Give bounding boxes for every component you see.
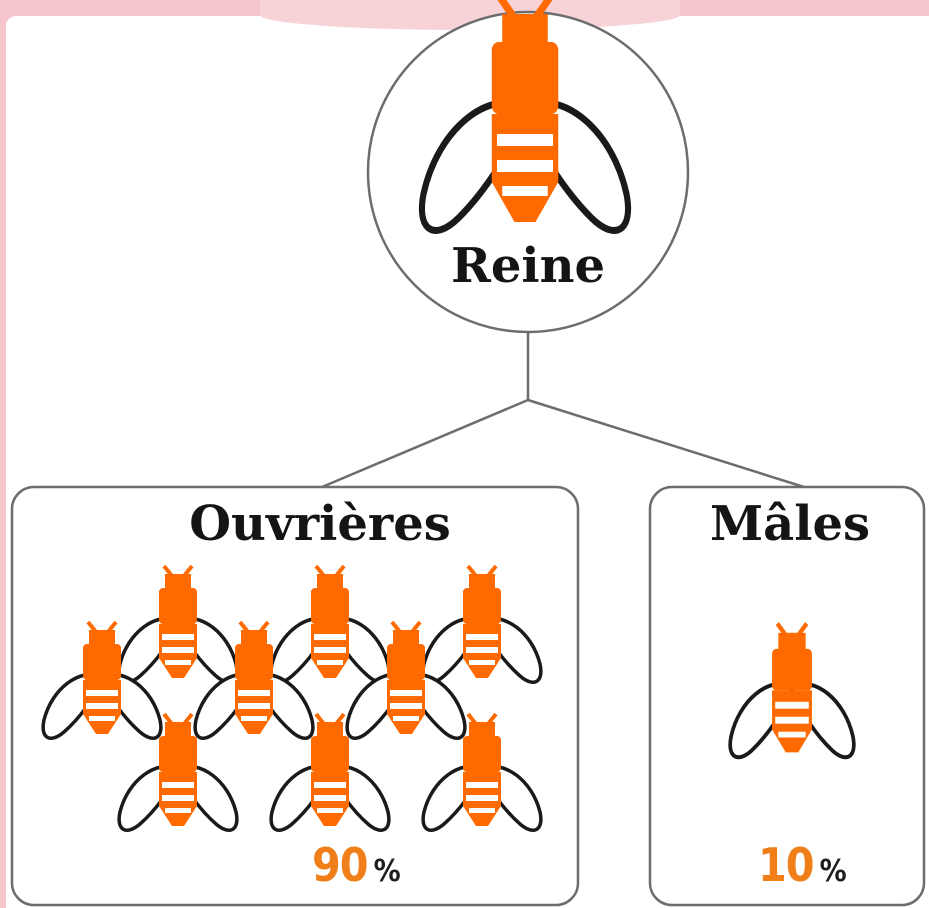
males-label: Mâles xyxy=(680,496,900,552)
males-percent-sign: % xyxy=(820,854,847,889)
queen-label: Reine xyxy=(428,238,628,294)
workers-percentage: 90% xyxy=(312,838,401,892)
tree-connector xyxy=(322,332,804,487)
males-percentage: 10% xyxy=(758,838,847,892)
workers-label: Ouvrières xyxy=(120,496,520,552)
workers-percent-sign: % xyxy=(374,854,401,889)
males-percent-value: 10 xyxy=(758,838,814,892)
workers-percent-value: 90 xyxy=(312,838,368,892)
